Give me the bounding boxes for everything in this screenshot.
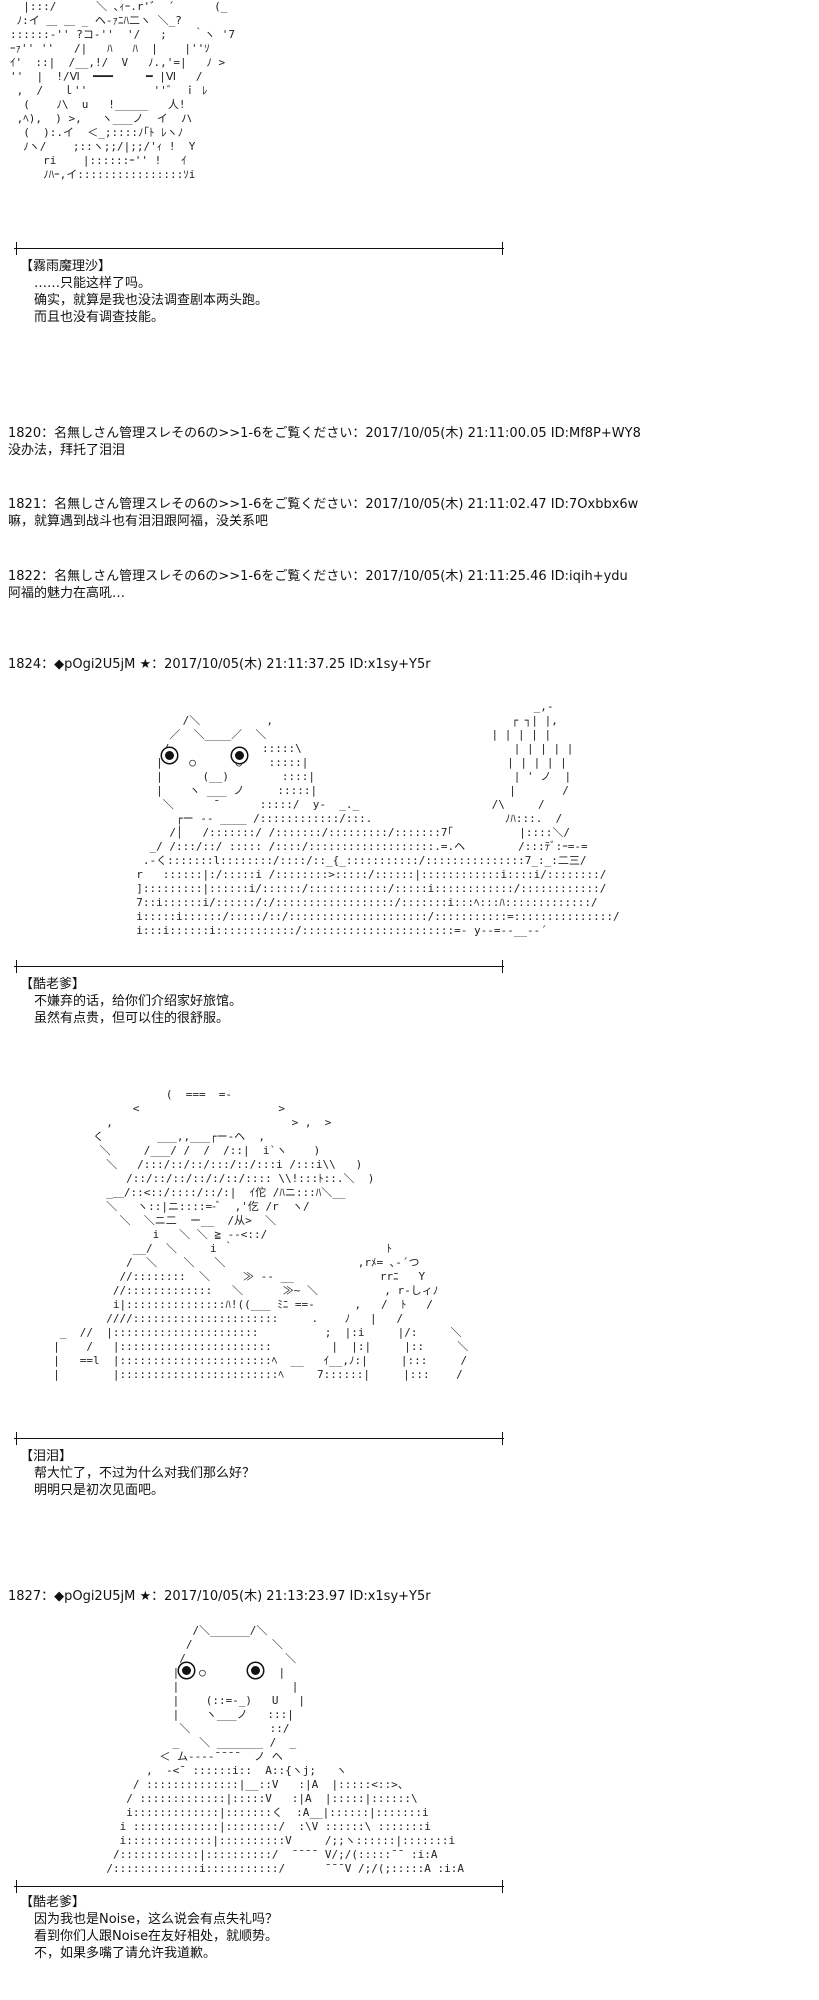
speaker-name: 【泪泪】 [20, 1449, 73, 1464]
cat-eye-left [182, 1666, 191, 1675]
speaker-name: 【霧雨魔理沙】 [20, 259, 112, 274]
speech-line: 而且也没有调查技能。 [34, 310, 165, 325]
post-body: 没办法，拜托了泪泪 [8, 443, 126, 458]
separator-tick [16, 242, 17, 255]
speech-line: 不，如果多嘴了请允许我道歉。 [34, 1946, 217, 1961]
speech-text: 不嫌弃的话，给你们介绍家好旅馆。 虽然有点贵，但可以住的很舒服。 [34, 993, 242, 1027]
cat-eye-right [235, 751, 244, 760]
speech-text: 帮大忙了，不过为什么对我们那么好？ 明明只是初次见面吧。 [34, 1465, 255, 1499]
speech-text: 因为我也是Noise，这么说会有点失礼吗？ 看到你们人跟Noise在友好相处，就… [34, 1911, 278, 1962]
speech-line: 看到你们人跟Noise在友好相处，就顺势。 [34, 1929, 279, 1944]
post-header: 1822：名無しさん管理スレその6の>>1-6をご覧ください：2017/10/0… [8, 569, 628, 584]
speech-line: 确实，就算是我也没法调查剧本两头跑。 [34, 293, 269, 308]
separator-line [14, 1886, 504, 1887]
separator-tick [16, 960, 17, 973]
speech-line: 因为我也是Noise，这么说会有点失礼吗？ [34, 1912, 279, 1927]
ascii-art-cat-waving: _,- /＼ , ┌ ┐| |, ／ ＼____／ ＼ | | | | | / … [136, 700, 620, 937]
speech-line: 虽然有点贵，但可以住的很舒服。 [34, 1011, 230, 1026]
separator-tick [16, 1880, 17, 1893]
speech-line: 明明只是初次见面吧。 [34, 1483, 165, 1498]
separator-tick [16, 1432, 17, 1445]
separator-tick [502, 242, 503, 255]
speech-text: ……只能这样了吗。 确实，就算是我也没法调查剧本两头跑。 而且也没有调查技能。 [34, 275, 268, 326]
post-header: 1824：◆pOgi2U5jM ★：2017/10/05(木) 21:11:37… [8, 657, 431, 672]
ascii-art-cat-face: /＼______/＼ / ＼ / ＼ | ○ ○ | | | | (::=-_)… [106, 1624, 464, 1875]
ascii-art-marisa: |:::/ ＼ ､ｨｰ.r'゛ ´ (_ ﾉ:イ ＿ ＿ _ ヘ-ｧﾆﾊ二ヽ ＼… [10, 0, 236, 181]
post-header: 1821：名無しさん管理スレその6の>>1-6をご覧ください：2017/10/0… [8, 497, 639, 512]
post-body: 阿福的魅力在高吼… [8, 586, 126, 601]
ascii-art-girl-hat: ( === =- < > , > , > く ___,,___┌ー-ヘ , ＼ … [53, 1088, 469, 1381]
speaker-name: 【酷老爹】 [20, 1895, 86, 1910]
post-body: 嘛，就算遇到战斗也有泪泪跟阿福，没关系吧 [8, 514, 269, 529]
speech-line: 帮大忙了，不过为什么对我们那么好？ [34, 1466, 256, 1481]
speech-line: ……只能这样了吗。 [34, 276, 152, 291]
post-header: 1820：名無しさん管理スレその6の>>1-6をご覧ください：2017/10/0… [8, 426, 641, 441]
separator-line [14, 248, 504, 249]
cat-eye-right [251, 1666, 260, 1675]
separator-line [14, 1438, 504, 1439]
separator-tick [502, 1432, 503, 1445]
separator-tick [502, 1880, 503, 1893]
speaker-name: 【酷老爹】 [20, 977, 86, 992]
speech-line: 不嫌弃的话，给你们介绍家好旅馆。 [34, 994, 243, 1009]
cat-eye-left [165, 751, 174, 760]
post-header: 1827：◆pOgi2U5jM ★：2017/10/05(木) 21:13:23… [8, 1589, 431, 1604]
separator-tick [502, 960, 503, 973]
separator-line [14, 966, 504, 967]
